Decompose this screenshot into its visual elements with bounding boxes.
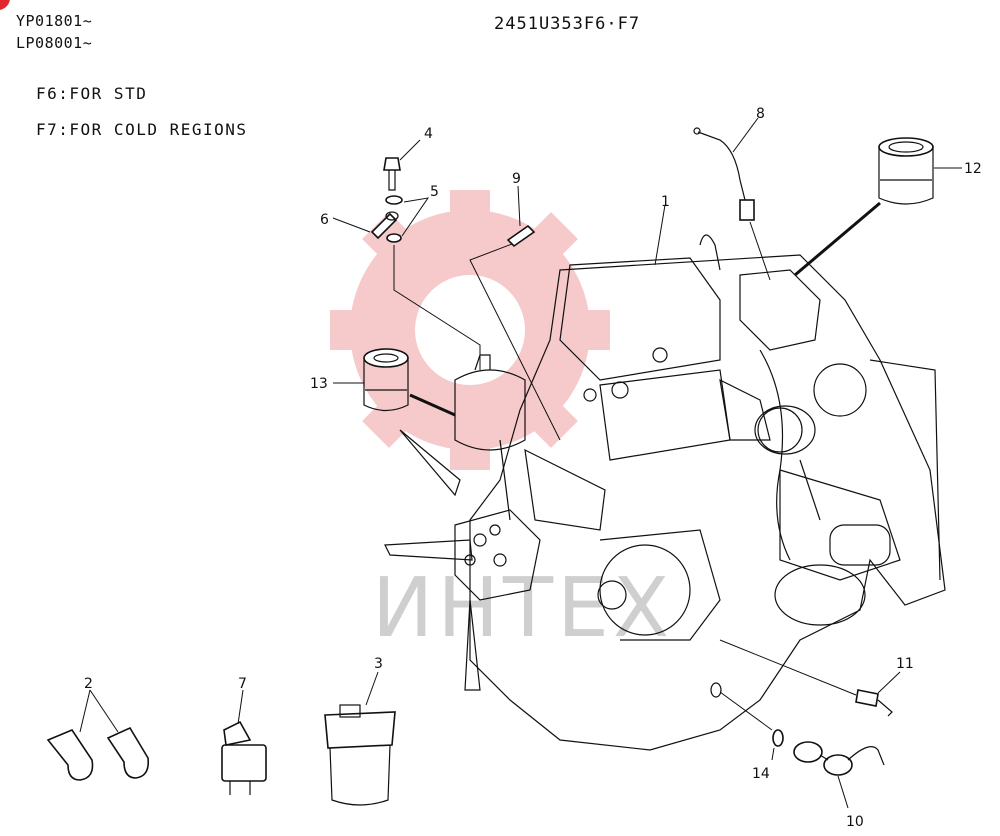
serial-range-lp: LP08001~ <box>16 34 93 52</box>
watermark-text: ИHTEX <box>372 561 673 656</box>
callout-14: 14 <box>752 766 770 782</box>
part-10-sensor <box>793 741 885 809</box>
part-9-sensor <box>469 185 561 441</box>
callout-6: 6 <box>320 212 329 228</box>
part-7-relay <box>221 689 267 795</box>
callout-8: 8 <box>756 106 765 122</box>
note-f6: F6:FOR STD <box>36 84 148 103</box>
callout-2: 2 <box>84 676 93 692</box>
serial-range-yp: YP01801~ <box>16 12 93 30</box>
part-14-o-ring <box>710 682 784 761</box>
part-2-boots <box>46 689 150 781</box>
callout-4: 4 <box>424 126 433 142</box>
callout-11: 11 <box>896 656 914 672</box>
note-f7: F7:FOR COLD REGIONS <box>36 120 248 139</box>
part-8-sender <box>693 117 771 281</box>
part-4-bolt <box>383 139 421 191</box>
corner-marker <box>0 0 10 10</box>
watermark-gear <box>330 190 610 470</box>
part-1-leader <box>654 204 666 266</box>
callout-1: 1 <box>661 194 670 210</box>
part-6-joint <box>332 211 481 370</box>
part-13-filter <box>333 348 456 417</box>
callout-7: 7 <box>238 676 247 692</box>
part-5-washers <box>385 195 430 243</box>
callout-9: 9 <box>512 171 521 187</box>
callout-10: 10 <box>846 814 864 830</box>
diagram-code: 2451U353F6·F7 <box>494 14 641 34</box>
part-3-fuel-filter <box>324 671 396 806</box>
callout-5: 5 <box>430 184 439 200</box>
callout-13: 13 <box>310 376 328 392</box>
callout-12: 12 <box>964 161 982 177</box>
part-12-filter <box>794 137 962 277</box>
part-11-switch <box>719 639 901 717</box>
callout-3: 3 <box>374 656 383 672</box>
engine-assembly <box>384 234 946 751</box>
